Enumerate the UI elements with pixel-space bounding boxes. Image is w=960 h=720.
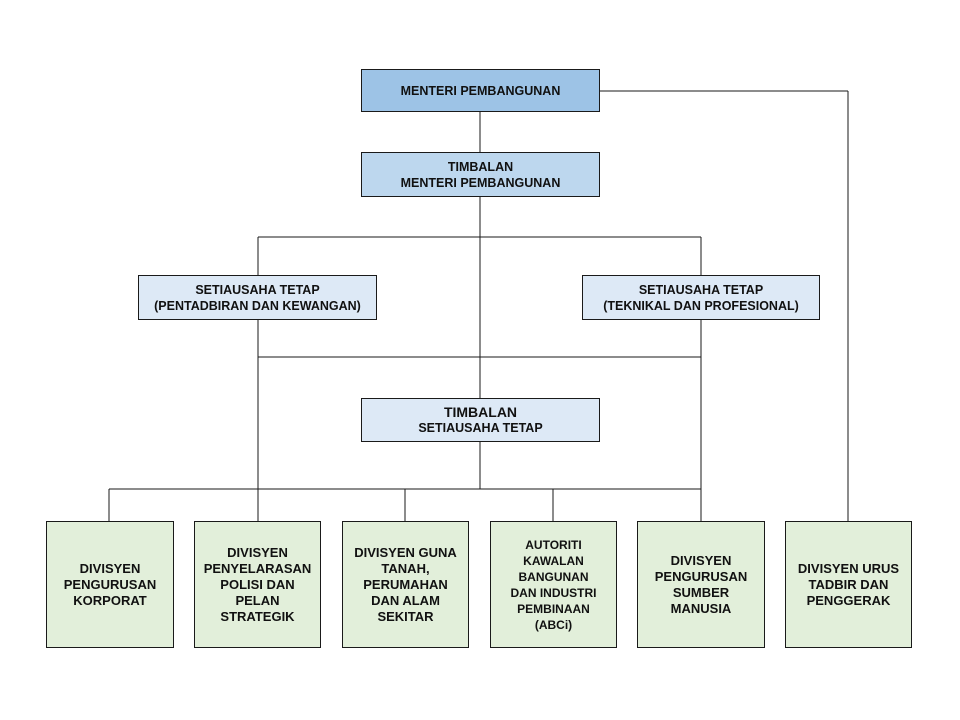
deputy-secretary-line2: SETIAUSAHA TETAP <box>418 421 543 435</box>
secretary-tech-box: SETIAUSAHA TETAP (TEKNIKAL DAN PROFESION… <box>582 275 820 320</box>
deputy-minister-box: TIMBALAN MENTERI PEMBANGUNAN <box>361 152 600 197</box>
division-governance: DIVISYEN URUS TADBIR DAN PENGGERAK <box>785 521 912 648</box>
division-label: DIVISYEN GUNA TANAH, PERUMAHAN DAN ALAM … <box>354 544 457 624</box>
deputy-minister-line1: TIMBALAN <box>447 159 514 174</box>
division-land: DIVISYEN GUNA TANAH, PERUMAHAN DAN ALAM … <box>342 521 469 648</box>
secretary-admin-box: SETIAUSAHA TETAP (PENTADBIRAN DAN KEWANG… <box>138 275 377 320</box>
division-label: DIVISYEN URUS TADBIR DAN PENGGERAK <box>797 560 900 608</box>
division-corporate: DIVISYEN PENGURUSAN KORPORAT <box>46 521 174 648</box>
deputy-secretary-line1: TIMBALAN <box>443 404 518 420</box>
secretary-tech-line1: SETIAUSAHA TETAP <box>638 282 764 297</box>
division-label: AUTORITI KAWALAN BANGUNAN DAN INDUSTRI P… <box>510 537 597 632</box>
division-hr: DIVISYEN PENGURUSAN SUMBER MANUSIA <box>637 521 765 648</box>
deputy-secretary-box: TIMBALAN SETIAUSAHA TETAP <box>361 398 600 442</box>
secretary-admin-line2: (PENTADBIRAN DAN KEWANGAN) <box>154 298 361 313</box>
deputy-minister-line2: MENTERI PEMBANGUNAN <box>400 175 561 190</box>
division-label: DIVISYEN PENGURUSAN SUMBER MANUSIA <box>654 552 748 616</box>
minister-label: MENTERI PEMBANGUNAN <box>400 83 561 98</box>
division-abci: AUTORITI KAWALAN BANGUNAN DAN INDUSTRI P… <box>490 521 617 648</box>
division-policy: DIVISYEN PENYELARASAN POLISI DAN PELAN S… <box>194 521 321 648</box>
secretary-tech-line2: (TEKNIKAL DAN PROFESIONAL) <box>603 298 799 313</box>
minister-box: MENTERI PEMBANGUNAN <box>361 69 600 112</box>
division-label: DIVISYEN PENYELARASAN POLISI DAN PELAN S… <box>203 544 312 624</box>
secretary-admin-line1: SETIAUSAHA TETAP <box>195 282 320 297</box>
division-label: DIVISYEN PENGURUSAN KORPORAT <box>63 560 157 608</box>
